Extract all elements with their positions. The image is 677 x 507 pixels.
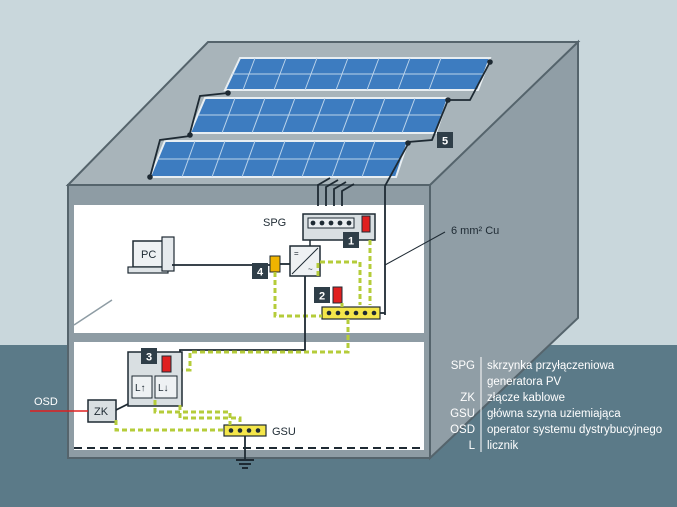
gsu-terminals: [228, 428, 261, 433]
legend-text-2: złącze kablowe: [487, 392, 565, 404]
marker-3: 3: [141, 348, 157, 364]
marker-5-text: 5: [442, 136, 448, 148]
legend-abbr-4: OSD: [450, 424, 475, 436]
ac-surge-protector: [332, 286, 343, 304]
roof-wiring: [149, 61, 491, 315]
marker-3-text: 3: [146, 352, 152, 364]
legend-abbr-2: ZK: [460, 392, 475, 404]
meter-export: [154, 375, 178, 399]
pc-label: PC: [141, 249, 156, 261]
meter-surge-protector: [161, 355, 172, 373]
marker-4-text: 4: [257, 267, 264, 279]
zk-label: ZK: [94, 406, 109, 418]
inverter-ac-symbol: ~: [308, 265, 313, 274]
spg-surge-protector: [361, 215, 371, 233]
marker-4: 4: [252, 263, 268, 279]
gsu-label: GSU: [272, 426, 296, 438]
zk-meter-line: [115, 403, 129, 411]
legend-abbr-3: GSU: [450, 408, 475, 420]
solar-panel-row-2: [188, 97, 450, 134]
legend-text-3: główna szyna uziemiająca: [487, 408, 621, 420]
connector-dot: [225, 90, 231, 96]
legend-text-4: operator systemu dystrybucyjnego: [487, 424, 662, 436]
busbar-terminals: [326, 310, 377, 316]
marker-1-text: 1: [348, 236, 354, 248]
solar-panel-row-3: [148, 140, 410, 178]
legend-abbr-5: L: [469, 440, 476, 452]
solar-panel-row-1: [223, 57, 492, 91]
marker-2: 2: [314, 287, 330, 303]
legend: SPG skrzynka przyłączeniowa generatora P…: [450, 357, 662, 452]
pe-wires-upper: [273, 240, 372, 318]
floor-perspective-line: [73, 299, 113, 326]
connector-dot: [147, 174, 153, 180]
spg-terminals: [310, 220, 352, 226]
meter-import-label: L↑: [135, 383, 146, 394]
spg-label: SPG: [263, 217, 286, 229]
meter-import: [131, 375, 153, 399]
marker-2-text: 2: [319, 291, 325, 303]
connector-dot: [405, 140, 411, 146]
inverter-dc-symbol: =: [294, 249, 299, 258]
connector-dot: [187, 132, 193, 138]
cable-label: 6 mm² Cu: [451, 225, 499, 237]
osd-label: OSD: [34, 396, 58, 408]
marker-1: 1: [343, 232, 359, 248]
legend-abbr-0: SPG: [451, 360, 475, 372]
connector-dot: [487, 59, 493, 65]
data-line-surge-protector: [269, 255, 281, 273]
legend-text-5: licznik: [487, 440, 519, 452]
pc-icon: [127, 236, 175, 274]
cable-leader-line: [384, 231, 446, 266]
connector-dot: [445, 97, 451, 103]
meter-export-label: L↓: [158, 383, 169, 394]
marker-5: 5: [437, 132, 453, 148]
legend-text-1: generatora PV: [487, 376, 561, 388]
pe-wires-lower: [114, 400, 242, 432]
legend-text-0: skrzynka przyłączeniowa: [487, 360, 615, 372]
inverter-diagonal: [291, 247, 319, 275]
